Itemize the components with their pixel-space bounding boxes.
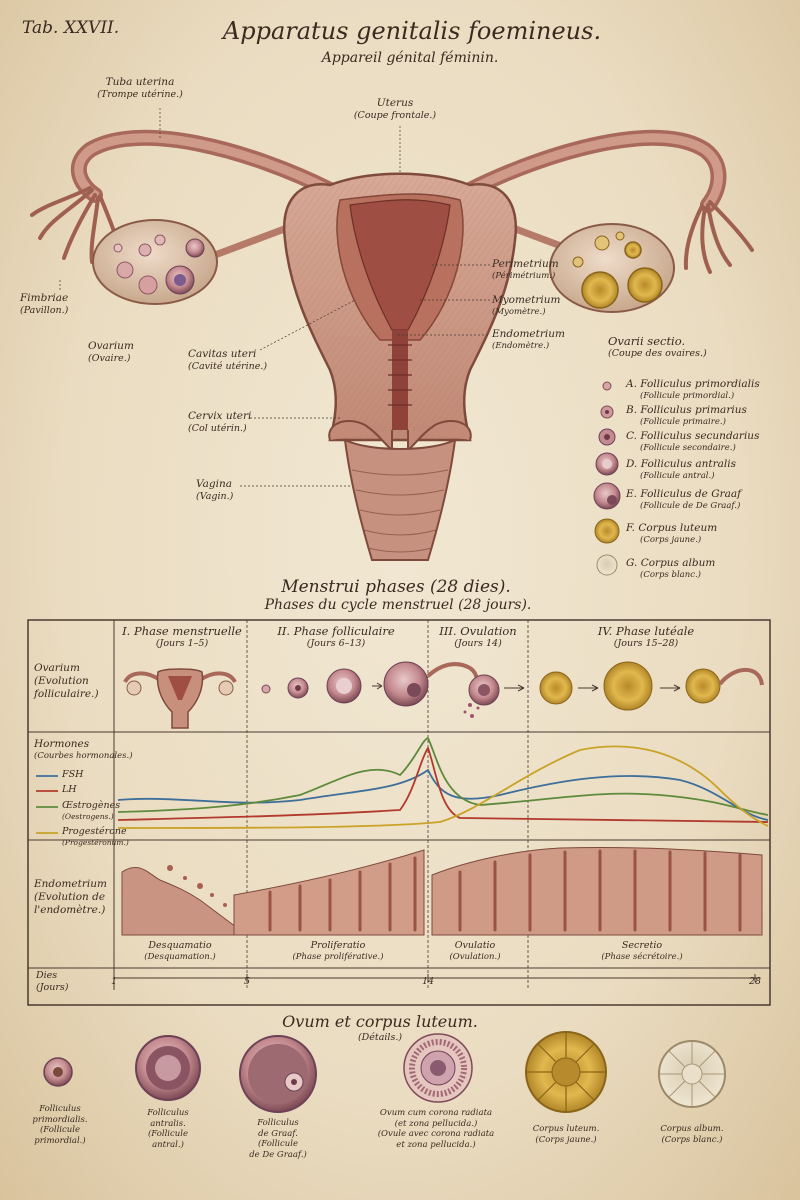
label-cavitas: Cavitas uteri(Cavité utérine.) (188, 348, 268, 373)
label-endometrium: Endometrium(Endomètre.) (492, 328, 565, 352)
phase-header: IV. Phase lutéale(Jours 15–28) (597, 624, 695, 650)
uterus-illustration (30, 129, 754, 561)
detail-caption: Corpus luteum.(Corps jaune.) (532, 1124, 600, 1145)
phase-header: II. Phase folliculaire(Jours 6–13) (277, 624, 395, 650)
label-cervix: Cervix uteri(Col utérin.) (188, 410, 252, 435)
hormone-legend-fsh: FSH (62, 769, 84, 780)
follicle-sequence (261, 661, 764, 718)
label-tuba: Tuba uterina(Trompe utérine.) (97, 76, 183, 101)
axis-tick: 14 (421, 976, 435, 987)
axis-tick: 1 (110, 976, 118, 987)
plate-number: Tab. XXVII. (22, 18, 120, 38)
legend-item: E. Folliculus de Graaf(Follicule de De G… (626, 488, 742, 512)
axis-tick: 5 (243, 976, 251, 987)
details-title: Ovum et corpus luteum. (282, 1012, 478, 1031)
label-ovarii-sectio: Ovarii sectio.(Coupe des ovaires.) (608, 334, 707, 360)
cycle-subtitle: Phases du cycle menstruel (28 jours). (264, 597, 532, 613)
label-vagina: Vagina(Vagin.) (196, 478, 234, 503)
stage-label: Ovulatio(Ovulation.) (449, 940, 501, 962)
hormone-curve (117, 745, 769, 829)
hormone-legend-lh: LH (62, 784, 77, 795)
cycle-title: Menstrui phases (28 dies). (281, 577, 511, 597)
legend-item: B. Folliculus primarius(Follicule primai… (626, 404, 747, 428)
stage-label: Desquamatio(Desquamation.) (144, 940, 216, 962)
plate-subtitle: Appareil génital féminin. (321, 50, 499, 66)
label-uterus: Uterus(Coupe frontale.) (353, 97, 437, 122)
detail-illustrations (43, 1031, 726, 1113)
axis-tick: 28 (748, 976, 762, 987)
label-perimetrium: Perimetrium(Périmétrium.) (492, 258, 559, 282)
hormone-curve (117, 768, 769, 821)
hormone-legend-progesterone: Progestérone(Progestéronum.) (62, 826, 129, 847)
hormone-curve (117, 736, 769, 816)
mini-uterus-icon (123, 668, 237, 729)
label-fimbriae: Fimbriae(Pavillon.) (20, 292, 69, 317)
row-label-hormones: Hormones(Courbes hormonales.) (34, 738, 133, 762)
label-myometrium: Myometrium(Myomètre.) (492, 294, 561, 318)
detail-caption: Corpus album.(Corps blanc.) (660, 1124, 724, 1145)
label-ovarium: Ovarium(Ovaire.) (88, 340, 134, 365)
stage-label: Secretio(Phase sécrétoire.) (601, 940, 683, 962)
hormone-legend-oestrogen: Œstrogènes(Oestrogens.) (62, 800, 121, 821)
hormone-curve (117, 746, 769, 823)
legend-item: F. Corpus luteum(Corps jaune.) (626, 522, 718, 546)
leader-lines (59, 108, 490, 487)
legend-icons (593, 381, 621, 576)
endometrium-strip (121, 846, 763, 936)
legend-item: A. Folliculus primordialis(Follicule pri… (626, 378, 760, 402)
hormone-legend-swatches (36, 775, 58, 834)
stage-label: Proliferatio(Phase proliférative.) (292, 940, 384, 962)
legend-item: D. Folliculus antralis(Follicule antral.… (626, 458, 736, 482)
cycle-table (27, 619, 771, 1006)
detail-caption: Ovum cum corona radiata(et zona pellucid… (377, 1108, 495, 1150)
phase-header: III. Ovulation(Jours 14) (439, 624, 517, 650)
hormone-curves (117, 736, 769, 829)
legend-item: G. Corpus album(Corps blanc.) (626, 557, 716, 581)
phase-header: I. Phase menstruelle(Jours 1–5) (122, 624, 242, 650)
plate-title: Apparatus genitalis foemineus. (222, 17, 602, 45)
legend-item: C. Folliculus secundarius(Follicule seco… (626, 430, 760, 454)
details-subtitle: (Détails.) (357, 1032, 403, 1043)
axis-label: Dies(Jours) (36, 970, 69, 993)
